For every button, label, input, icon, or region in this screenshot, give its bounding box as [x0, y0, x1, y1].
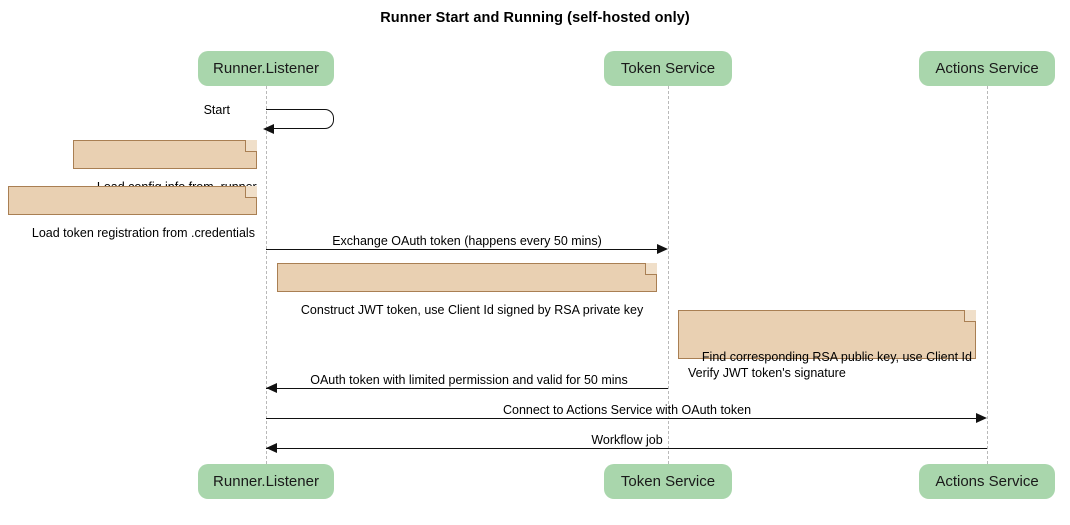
note-construct-jwt: Construct JWT token, use Client Id signe…: [277, 263, 657, 317]
participant-label: Token Service: [620, 60, 716, 77]
message-label-workflow-job: Workflow job: [591, 433, 663, 447]
note-fold-corner: [245, 186, 257, 198]
message-line-connect-actions: [266, 418, 977, 419]
lifeline-runner: [266, 86, 267, 464]
message-arrowhead-exchange-token: [657, 244, 668, 254]
diagram-title: Runner Start and Running (self-hosted on…: [380, 10, 690, 26]
note-load-token-registration: Load token registration from .credential…: [8, 186, 257, 240]
self-message-arrowhead-start: [263, 124, 274, 134]
message-line-workflow-job: [266, 448, 987, 449]
participant-label: Actions Service: [935, 60, 1039, 77]
participant-actions-top[interactable]: Actions Service: [919, 51, 1055, 86]
note-fold-corner: [245, 140, 257, 152]
self-message-label-start: Start: [203, 103, 230, 117]
message-label-oauth-token-return: OAuth token with limited permission and …: [310, 373, 628, 387]
participant-label: Runner.Listener: [213, 473, 319, 490]
participant-label: Actions Service: [935, 473, 1039, 490]
self-message-loop-start: [266, 109, 334, 129]
participant-actions-bottom[interactable]: Actions Service: [919, 464, 1055, 499]
note-text: Load token registration from .credential…: [31, 226, 255, 240]
message-arrowhead-workflow-job: [266, 443, 277, 453]
message-arrowhead-oauth-token-return: [266, 383, 277, 393]
message-label-connect-actions: Connect to Actions Service with OAuth to…: [502, 403, 752, 417]
message-arrowhead-connect-actions: [976, 413, 987, 423]
note-fold-corner: [964, 310, 976, 322]
lifeline-token: [668, 86, 669, 464]
participant-runner-bottom[interactable]: Runner.Listener: [198, 464, 334, 499]
participant-token-bottom[interactable]: Token Service: [604, 464, 732, 499]
message-label-exchange-token: Exchange OAuth token (happens every 50 m…: [332, 234, 602, 248]
message-line-oauth-token-return: [266, 388, 668, 389]
participant-token-top[interactable]: Token Service: [604, 51, 732, 86]
participant-label: Token Service: [620, 473, 716, 490]
note-verify-jwt: Find corresponding RSA public key, use C…: [678, 310, 976, 380]
note-text: Find corresponding RSA public key, use C…: [688, 350, 972, 380]
note-text: Construct JWT token, use Client Id signe…: [300, 303, 644, 317]
note-load-config: Load config info from .runner: [73, 140, 257, 194]
note-fold-corner: [645, 263, 657, 275]
message-line-exchange-token: [266, 249, 658, 250]
participant-runner-top[interactable]: Runner.Listener: [198, 51, 334, 86]
lifeline-actions: [987, 86, 988, 464]
participant-label: Runner.Listener: [213, 60, 319, 77]
